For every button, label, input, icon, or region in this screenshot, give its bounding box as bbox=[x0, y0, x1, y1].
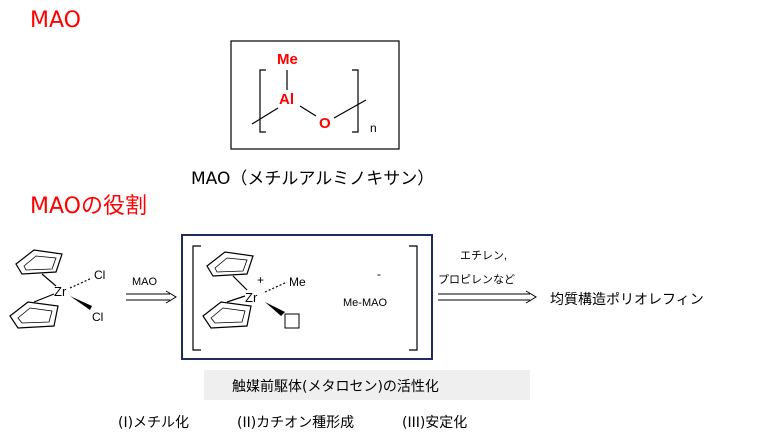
lower-cp-ring bbox=[9, 301, 59, 329]
upper-cp-ring bbox=[15, 249, 63, 275]
repeat-n-label: n bbox=[370, 121, 377, 135]
arrow2-label-line1: エチレン, bbox=[460, 250, 508, 262]
step-cation-formation: (II)カチオン種形成 bbox=[237, 415, 355, 431]
structure-frame bbox=[230, 40, 400, 150]
vacant-site-box bbox=[284, 313, 300, 329]
al-label: Al bbox=[279, 91, 294, 108]
chain-bond-left bbox=[251, 107, 279, 125]
active-species-diagram: Zr + Me - Me-MAO bbox=[192, 245, 418, 351]
arrow2-label-line2: プロピレンなど bbox=[438, 274, 515, 286]
right-bracket bbox=[352, 69, 359, 133]
product-label: 均質構造ポリオレフィン bbox=[550, 292, 704, 308]
active-lower-cp bbox=[202, 301, 252, 329]
me-label: Me bbox=[277, 51, 298, 68]
cl-label-1: Cl bbox=[94, 268, 105, 282]
cation-plus: + bbox=[257, 273, 264, 287]
active-species-frame bbox=[181, 234, 433, 360]
cl-label-2: Cl bbox=[92, 310, 103, 324]
active-left-bracket bbox=[192, 245, 201, 351]
section-heading-mao: MAO bbox=[30, 8, 81, 33]
reaction-arrow-1 bbox=[126, 290, 177, 304]
arrow1-label: MAO bbox=[132, 276, 158, 288]
al-o-bond bbox=[299, 105, 317, 117]
zirconocene-dichloride: Zr Cl Cl bbox=[9, 249, 105, 329]
mao-structure-diagram: Me Al O n bbox=[230, 40, 400, 150]
reaction-arrow-2 bbox=[438, 290, 537, 304]
o-label: O bbox=[319, 115, 331, 132]
left-bracket bbox=[259, 69, 266, 133]
chain-bond-right bbox=[333, 99, 367, 119]
mao-caption: MAO（メチルアルミノキサン） bbox=[191, 169, 435, 189]
zr-label: Zr bbox=[54, 284, 67, 299]
active-zr-label: Zr bbox=[245, 290, 258, 305]
counter-anion-label: Me-MAO bbox=[343, 297, 387, 309]
activation-highlight-bar bbox=[204, 370, 530, 400]
anion-minus: - bbox=[377, 267, 381, 281]
active-right-bracket bbox=[409, 245, 418, 351]
section-heading-mao-role: MAOの役割 bbox=[30, 194, 147, 219]
step-stabilization: (III)安定化 bbox=[402, 415, 468, 431]
active-me-label: Me bbox=[289, 275, 306, 289]
active-upper-cp bbox=[206, 251, 254, 277]
activation-label: 触媒前駆体(メタロセン)の活性化 bbox=[232, 379, 439, 395]
step-methylation: (I)メチル化 bbox=[118, 415, 190, 431]
